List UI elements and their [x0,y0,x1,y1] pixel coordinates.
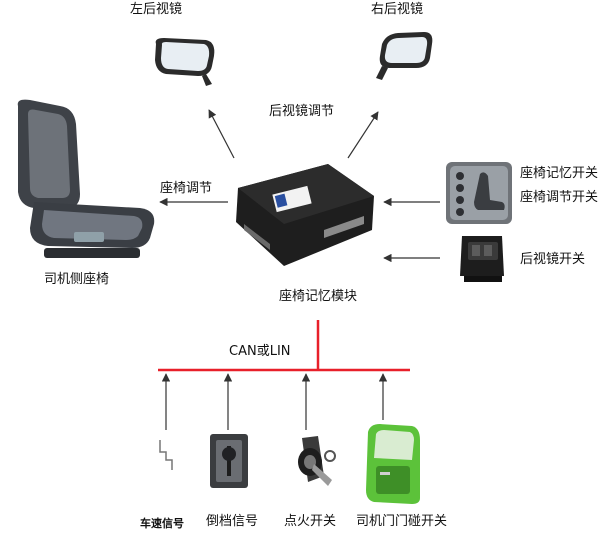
mirror-switch-icon [460,236,504,282]
right-mirror-label: 右后视镜 [371,2,424,17]
door-switch-label: 司机门门碰开关 [356,514,448,529]
speed-signal-icon [159,440,173,470]
seat-adjust-switch-label: 座椅调节开关 [520,190,599,205]
module-label: 座椅记忆模块 [279,289,358,304]
seat-adjust-label: 座椅调节 [160,181,213,196]
arrow-to-left-mirror [208,109,235,159]
ignition-key-icon [298,436,336,486]
left-mirror-icon [155,38,215,86]
speed-signal-label: 车速信号 [140,517,184,530]
mirror-switch-label: 后视镜开关 [520,252,586,267]
gear-shifter-icon [210,434,248,488]
bus-label: CAN或LIN [229,344,291,359]
ignition-switch-label: 点火开关 [284,514,337,529]
mirror-adjust-label: 后视镜调节 [269,104,335,119]
seat-memory-switch-label: 座椅记忆开关 [520,166,599,181]
seat-memory-module-icon [236,164,374,266]
left-mirror-label: 左后视镜 [130,2,183,17]
right-mirror-icon [376,32,433,80]
driver-seat-icon [17,99,155,258]
seat-memory-switch-icon [446,162,512,224]
arrow-to-right-mirror [347,111,379,159]
driver-seat-label: 司机侧座椅 [44,272,110,287]
reverse-signal-label: 倒档信号 [206,514,259,529]
driver-door-icon [366,424,420,504]
